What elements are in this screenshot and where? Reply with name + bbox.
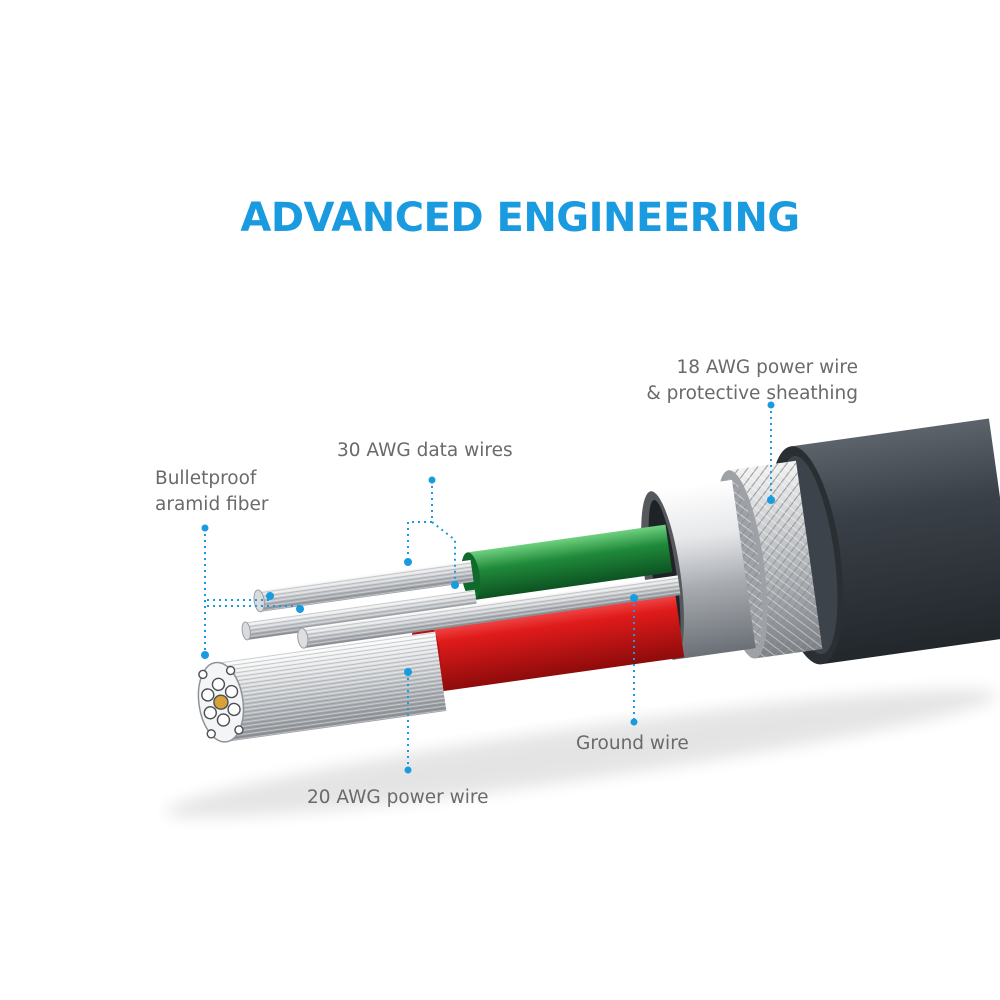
label-sheathing-line-1: 18 AWG power wire <box>676 357 859 378</box>
data-wire-strand-lower <box>241 589 478 641</box>
label-aramid-fiber: Bulletproof aramid fiber <box>155 466 268 518</box>
callout-dots <box>201 401 775 774</box>
label-aramid-line-1: Bulletproof <box>155 468 257 489</box>
callout-lines <box>204 405 772 770</box>
label-sheathing-line-2: & protective sheathing <box>646 383 858 404</box>
label-ground-wire: Ground wire <box>576 733 689 754</box>
aramid-branch-lines <box>207 599 300 607</box>
data-wires-leader-line <box>407 480 456 585</box>
ground-wire-strand <box>297 575 681 649</box>
label-power-wire-20awg: 20 AWG power wire <box>307 787 489 808</box>
label-data-wires: 30 AWG data wires <box>337 440 513 461</box>
cable-shadow <box>165 689 998 818</box>
data-wire-strand-upper <box>253 560 474 613</box>
page-title: ADVANCED ENGINEERING <box>240 195 800 241</box>
label-aramid-line-2: aramid fiber <box>155 494 269 515</box>
label-sheathing: 18 AWG power wire & protective sheathing <box>600 355 858 407</box>
power-wire-20awg <box>197 631 447 743</box>
